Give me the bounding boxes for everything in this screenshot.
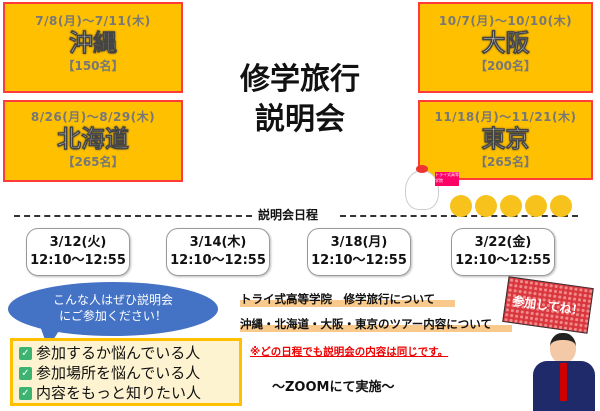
checklist-item: ✓ 参加するか悩んでいる人 [19,343,233,363]
destination-hokkaido: 8/26(月)〜8/29(木) 北海道 【265名】 [3,100,183,182]
divider-left [14,215,252,217]
session-time: 12:10〜12:55 [311,253,407,268]
session-date: 3/14(木) [189,235,247,250]
destination-osaka: 10/7(月)〜10/10(木) 大阪 【200名】 [418,2,593,93]
man-illustration [528,333,598,411]
destination-name: 東京 [481,125,530,154]
student-count: 【150名】 [62,59,124,73]
student-count: 【265名】 [474,155,537,169]
destination-name: 北海道 [57,125,130,154]
chicks-illustration [450,195,572,217]
session-card: 3/18(月) 12:10〜12:55 [307,228,411,276]
session-card: 3/22(金) 12:10〜12:55 [451,228,555,276]
session-card: 3/12(火) 12:10〜12:55 [26,228,130,276]
info-line-1: トライ式高等学院 修学旅行について [240,291,456,307]
rooster-illustration [405,165,439,210]
bubble-line-2: にご参加ください！ [59,309,167,323]
title-line-1: 修学旅行 [240,62,360,97]
chick-icon [475,195,497,217]
trip-dates: 11/18(月)〜11/21(木) [434,110,577,124]
checklist-item: ✓ 参加場所を悩んでいる人 [19,363,233,383]
page-title: 修学旅行 説明会 [205,60,395,140]
student-count: 【200名】 [474,59,537,73]
trip-dates: 10/7(月)〜10/10(木) [438,14,573,28]
chick-icon [450,195,472,217]
checklist-text: 内容をもっと知りたい人 [36,384,202,402]
destination-tokyo: 11/18(月)〜11/21(木) 東京 【265名】 [418,100,593,180]
destination-name: 沖縄 [69,29,118,58]
session-time: 12:10〜12:55 [30,253,126,268]
join-sign: 参加してね！ [502,276,594,334]
destination-okinawa: 7/8(月)〜7/11(木) 沖縄 【150名】 [3,2,183,93]
speech-bubble: こんな人はぜひ説明会 にご参加ください！ [8,282,218,336]
chick-icon [500,195,522,217]
session-card: 3/14(木) 12:10〜12:55 [166,228,270,276]
bubble-line-1: こんな人はぜひ説明会 [52,293,173,307]
check-icon: ✓ [19,366,32,380]
chick-icon [525,195,547,217]
checklist: ✓ 参加するか悩んでいる人 ✓ 参加場所を悩んでいる人 ✓ 内容をもっと知りたい人 [10,338,242,406]
note: ※どの日程でも説明会の内容は同じです。 [250,346,449,358]
student-count: 【265名】 [62,155,124,169]
schedule-label: 説明会日程 [258,208,319,222]
title-line-2: 説明会 [255,102,345,137]
info-line-2: 沖縄・北海道・大阪・東京のツアー内容について [240,316,512,332]
session-date: 3/18(月) [330,235,388,250]
destination-name: 大阪 [481,29,530,58]
chick-icon [550,195,572,217]
checklist-text: 参加するか悩んでいる人 [36,344,201,362]
check-icon: ✓ [19,346,32,360]
session-date: 3/22(金) [474,235,532,250]
checklist-text: 参加場所を悩んでいる人 [36,364,201,382]
checklist-item: ✓ 内容をもっと知りたい人 [19,383,233,403]
zoom-notice: 〜ZOOMにて実施〜 [272,380,395,395]
session-time: 12:10〜12:55 [170,253,266,268]
session-date: 3/12(火) [49,235,107,250]
session-time: 12:10〜12:55 [455,253,551,268]
trip-dates: 8/26(月)〜8/29(木) [30,110,156,124]
trip-dates: 7/8(月)〜7/11(木) [35,14,151,28]
flag: トライ式高等学院 [435,172,459,186]
check-icon: ✓ [19,386,32,400]
